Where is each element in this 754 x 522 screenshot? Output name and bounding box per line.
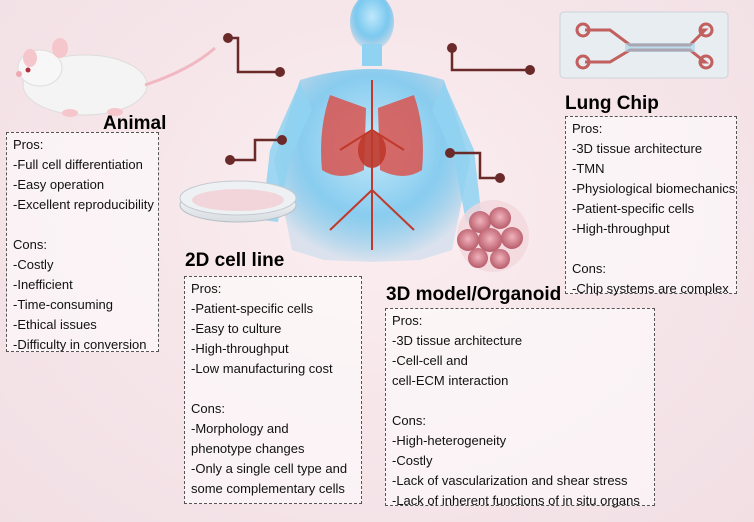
animal-con: -Ethical issues — [13, 317, 97, 332]
cell-line-2d-pros-label: Pros: — [191, 281, 222, 296]
cell-line-2d-con: -Morphology and — [191, 421, 289, 436]
connector-chip — [450, 50, 528, 72]
connector-2d — [230, 138, 280, 162]
connector-dot — [277, 135, 287, 145]
lung-chip-con: -Chip systems are complex — [572, 281, 729, 296]
cell-line-2d-pro: -High-throughput — [191, 341, 289, 356]
organoid-3d-box: Pros: -3D tissue architecture -Cell-cell… — [385, 308, 655, 508]
organoid-3d-pros-label: Pros: — [392, 313, 423, 328]
animal-pros-label: Pros: — [13, 137, 44, 152]
organoid-3d-cons-label: Cons: — [392, 413, 426, 428]
animal-pro: -Full cell differentiation — [13, 157, 143, 172]
organoid-3d-pro: cell-ECM interaction — [392, 373, 509, 388]
cell-line-2d-con: -Only a single cell type and — [191, 461, 348, 476]
connector-organoid — [450, 151, 498, 180]
animal-cons-label: Cons: — [13, 237, 47, 252]
animal-con: -Difficulty in conversion — [13, 337, 147, 352]
lung-chip-pros-label: Pros: — [572, 121, 603, 136]
connector-dot — [275, 67, 285, 77]
cell-line-2d-title: 2D cell line — [185, 250, 285, 271]
lung-chip-pro: -3D tissue architecture — [572, 141, 703, 156]
cell-line-2d-box: Pros: -Patient-specific cells -Easy to c… — [184, 276, 362, 504]
organoid-illustration — [457, 200, 529, 272]
lung-chip-illustration — [559, 11, 729, 79]
lung-chip-box: Pros: -3D tissue architecture -TMN -Phys… — [565, 116, 737, 296]
organoid-3d-con: -High-heterogeneity — [392, 433, 507, 448]
animal-title: Animal — [103, 113, 167, 134]
animal-con: -Time-consuming — [13, 297, 113, 312]
animal-box: Pros: -Full cell differentiation -Easy o… — [6, 132, 159, 352]
connector-dot — [447, 43, 457, 53]
connector-dot — [525, 65, 535, 75]
animal-con: -Costly — [13, 257, 54, 272]
lung-chip-title: Lung Chip — [565, 93, 659, 114]
connector-dot — [225, 155, 235, 165]
lung-chip-pro: -High-throughput — [572, 221, 670, 236]
organoid-3d-pro: -3D tissue architecture — [392, 333, 523, 348]
animal-pro: -Excellent reproducibility — [13, 197, 154, 212]
organoid-3d-con: -Costly — [392, 453, 433, 468]
connector-dot — [445, 148, 455, 158]
human-body-figure — [262, 0, 482, 262]
lung-chip-pro: -Patient-specific cells — [572, 201, 695, 216]
organoid-3d-con: -Lack of vascularization and shear stres… — [392, 473, 628, 488]
cell-line-2d-con: phenotype changes — [191, 441, 305, 456]
cell-line-2d-cons-label: Cons: — [191, 401, 225, 416]
lung-chip-pro: -TMN — [572, 161, 605, 176]
organoid-3d-pro: -Cell-cell and — [392, 353, 468, 368]
cell-line-2d-pro: -Easy to culture — [191, 321, 282, 336]
connector-dot — [223, 33, 233, 43]
animal-pro: -Easy operation — [13, 177, 105, 192]
connector-dot — [495, 173, 505, 183]
lung-chip-cons-label: Cons: — [572, 261, 606, 276]
cell-line-2d-pro: -Patient-specific cells — [191, 301, 314, 316]
organoid-3d-con: -Lack of inherent functions of in situ o… — [392, 493, 640, 508]
connector-animal — [228, 36, 278, 74]
petri-dish-illustration — [179, 180, 297, 223]
cell-line-2d-con: some complementary cells — [191, 481, 345, 496]
cell-line-2d-pro: -Low manufacturing cost — [191, 361, 333, 376]
animal-con: -Inefficient — [13, 277, 73, 292]
organoid-3d-title: 3D model/Organoid — [386, 284, 562, 305]
lung-chip-pro: -Physiological biomechanics — [572, 181, 736, 196]
mouse-illustration — [16, 38, 216, 117]
